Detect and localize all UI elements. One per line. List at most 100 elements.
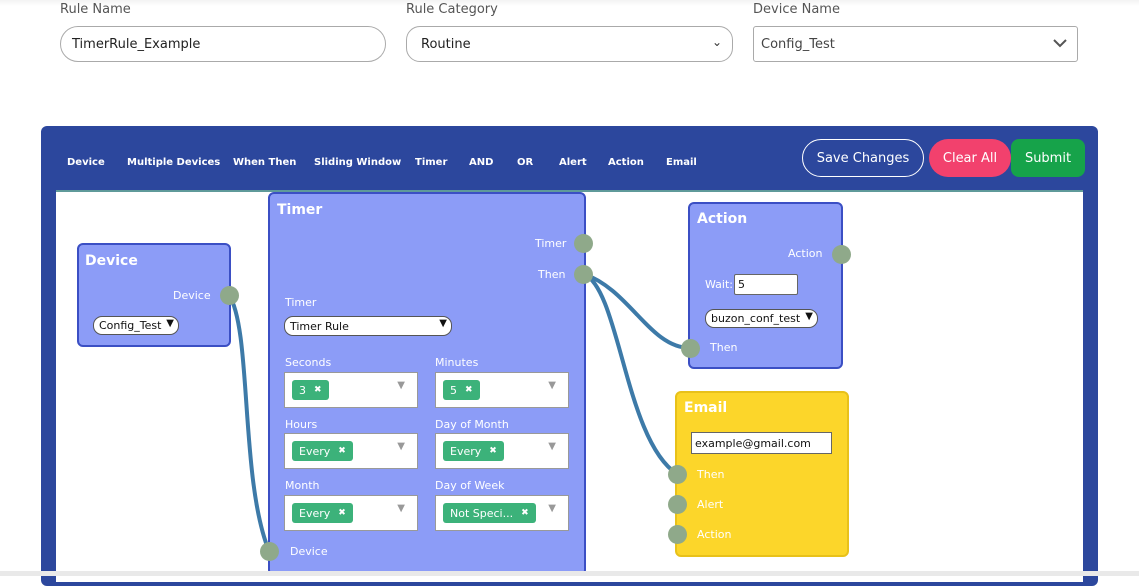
timer-port-label: Timer (535, 237, 567, 250)
email-alert-label: Alert (697, 498, 724, 511)
seconds-label: Seconds (285, 356, 332, 369)
rule-category-value: Routine (421, 36, 471, 52)
minutes-label: Minutes (435, 356, 479, 369)
remove-icon[interactable]: ✖ (338, 508, 346, 518)
rule-name-input[interactable]: TimerRule_Example (60, 26, 386, 62)
email-then-input-port[interactable] (668, 465, 687, 484)
chevron-down-icon: ▼ (439, 318, 447, 329)
chevron-down-icon[interactable]: ▼ (548, 380, 556, 391)
day-of-month-chip[interactable]: Every ✖ (443, 441, 504, 461)
save-changes-button[interactable]: Save Changes (802, 139, 924, 177)
hours-label: Hours (285, 418, 318, 431)
timer-node-title: Timer (277, 202, 323, 218)
day-of-week-chip-label: Not Speci... (450, 506, 514, 520)
day-of-week-label: Day of Week (435, 479, 505, 492)
seconds-chip-label: 3 (299, 383, 306, 397)
hours-chip[interactable]: Every ✖ (292, 441, 353, 461)
device-node-title: Device (85, 253, 138, 269)
month-label: Month (285, 479, 320, 492)
chevron-down-icon: ▼ (166, 318, 174, 329)
toolbar-item-timer[interactable]: Timer (415, 157, 448, 168)
day-of-week-multiselect[interactable]: Not Speci... ✖ ▼ (435, 495, 569, 531)
minutes-chip-label: 5 (450, 383, 457, 397)
toolbar-item-email[interactable]: Email (666, 157, 697, 168)
device-node-select[interactable]: Config_Test ▼ (93, 316, 179, 335)
device-output-port[interactable] (220, 286, 239, 305)
email-node-title: Email (684, 400, 728, 416)
remove-icon[interactable]: ✖ (314, 385, 322, 395)
month-chip-label: Every (299, 506, 331, 520)
clear-all-button[interactable]: Clear All (929, 139, 1011, 177)
chevron-down-icon (1053, 39, 1067, 48)
timer-rule-select[interactable]: Timer Rule ▼ (284, 316, 452, 336)
email-input[interactable]: example@gmail.com (691, 432, 832, 454)
chevron-down-icon[interactable]: ▼ (548, 503, 556, 514)
wait-input[interactable]: 5 (734, 274, 798, 295)
chevron-down-icon[interactable]: ▼ (548, 441, 556, 452)
seconds-chip[interactable]: 3✖ (292, 380, 329, 400)
hours-multiselect[interactable]: Every ✖ ▼ (284, 433, 418, 469)
toolbar-item-alert[interactable]: Alert (559, 157, 587, 168)
month-multiselect[interactable]: Every ✖ ▼ (284, 495, 418, 531)
connector-timer-to-action (583, 272, 691, 350)
hours-chip-label: Every (299, 444, 331, 458)
device-node-output-label: Device (173, 289, 211, 302)
action-then-input-port[interactable] (681, 339, 700, 358)
device-input-port[interactable] (260, 542, 279, 561)
chevron-down-icon[interactable]: ▼ (397, 380, 405, 391)
connector-timer-to-email (582, 272, 679, 476)
toolbar-item-sliding-window[interactable]: Sliding Window (314, 157, 402, 168)
month-chip[interactable]: Every ✖ (292, 503, 353, 523)
wait-label: Wait: (705, 278, 733, 291)
remove-icon[interactable]: ✖ (521, 508, 529, 518)
action-device-value: buzon_conf_test (711, 312, 801, 325)
submit-button[interactable]: Submit (1011, 139, 1085, 177)
connector-device-to-timer (227, 293, 271, 552)
email-node[interactable] (675, 391, 849, 557)
device-name-label: Device Name (753, 2, 840, 17)
then-output-port[interactable] (574, 265, 593, 284)
timer-output-port[interactable] (574, 234, 593, 253)
chevron-down-icon: ⌄ (711, 35, 722, 49)
day-of-month-label: Day of Month (435, 418, 509, 431)
day-of-month-multiselect[interactable]: Every ✖ ▼ (435, 433, 569, 469)
timer-rule-value: Timer Rule (290, 319, 349, 333)
timer-field-label: Timer (285, 296, 317, 309)
toolbar-item-action[interactable]: Action (608, 157, 644, 168)
device-input-label: Device (290, 545, 328, 558)
action-output-port[interactable] (832, 245, 851, 264)
action-node-title: Action (697, 211, 748, 227)
email-action-label: Action (697, 528, 732, 541)
toolbar-item-when-then[interactable]: When Then (233, 157, 297, 168)
seconds-multiselect[interactable]: 3✖ ▼ (284, 372, 418, 408)
email-value: example@gmail.com (695, 436, 811, 450)
remove-icon[interactable]: ✖ (338, 446, 346, 456)
chevron-down-icon[interactable]: ▼ (397, 503, 405, 514)
toolbar-item-and[interactable]: AND (469, 157, 494, 168)
remove-icon[interactable]: ✖ (465, 385, 473, 395)
rule-name-label: Rule Name (60, 2, 131, 17)
top-shadow (0, 0, 1139, 6)
day-of-week-chip[interactable]: Not Speci... ✖ (443, 503, 536, 523)
wait-value: 5 (738, 278, 745, 291)
device-name-value: Config_Test (761, 36, 835, 52)
toolbar-item-device[interactable]: Device (67, 157, 105, 168)
rule-category-select[interactable]: Routine ⌄ (406, 26, 733, 62)
action-port-label: Action (788, 247, 823, 260)
remove-icon[interactable]: ✖ (489, 446, 497, 456)
rule-name-value: TimerRule_Example (72, 36, 201, 52)
day-of-month-chip-label: Every (450, 444, 482, 458)
email-alert-input-port[interactable] (668, 495, 687, 514)
toolbar-item-multiple-devices[interactable]: Multiple Devices (127, 157, 221, 168)
minutes-multiselect[interactable]: 5✖ ▼ (435, 372, 569, 408)
horizontal-scrollbar[interactable] (0, 571, 1139, 576)
toolbar-item-or[interactable]: OR (517, 157, 534, 168)
rule-category-label: Rule Category (406, 2, 498, 17)
email-action-input-port[interactable] (668, 525, 687, 544)
device-name-select[interactable]: Config_Test (753, 26, 1078, 62)
minutes-chip[interactable]: 5✖ (443, 380, 480, 400)
chevron-down-icon[interactable]: ▼ (397, 441, 405, 452)
email-then-label: Then (697, 468, 725, 481)
action-device-select[interactable]: buzon_conf_test ▼ (705, 309, 818, 328)
